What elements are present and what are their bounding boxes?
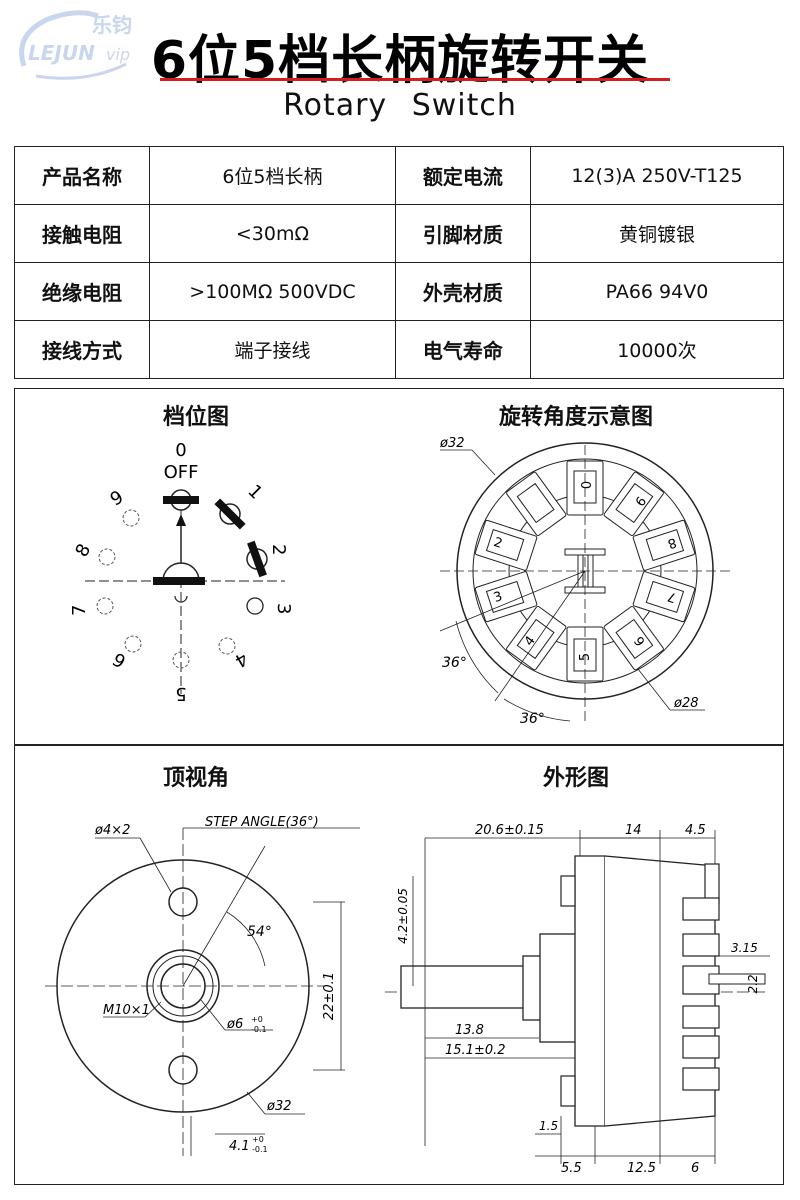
- svg-text:1: 1: [243, 481, 266, 504]
- svg-text:ø32: ø32: [439, 436, 465, 451]
- outline-view-title: 外形图: [542, 766, 609, 791]
- spec-value: 端子接线: [149, 320, 396, 379]
- svg-text:3: 3: [273, 603, 294, 614]
- svg-text:0: 0: [577, 481, 592, 489]
- svg-text:STEP ANGLE(36°): STEP ANGLE(36°): [205, 815, 319, 830]
- svg-text:-0.1: -0.1: [252, 1145, 268, 1154]
- svg-text:54°: 54°: [247, 924, 272, 940]
- table-row: 产品名称 6位5档长柄 额定电流 12(3)A 250V-T125: [14, 146, 785, 205]
- svg-text:2: 2: [268, 544, 289, 555]
- svg-text:ø6: ø6: [226, 1017, 243, 1032]
- position-diagram: 0 OFF 1 2 3 4 5 6: [69, 440, 294, 704]
- svg-text:4.5: 4.5: [685, 823, 706, 838]
- spec-table: 产品名称 6位5档长柄 额定电流 12(3)A 250V-T125 接触电阻 <…: [14, 146, 785, 379]
- svg-text:9: 9: [107, 487, 127, 511]
- spec-value: <30mΩ: [149, 204, 396, 263]
- svg-text:15.1±0.2: 15.1±0.2: [445, 1043, 506, 1058]
- watermark-logo: 乐钧 LEJUN vip: [19, 10, 132, 80]
- spec-value: >100MΩ 500VDC: [149, 262, 396, 321]
- spec-key: 产品名称: [14, 146, 150, 205]
- spec-key: 接线方式: [14, 320, 150, 379]
- svg-text:12.5: 12.5: [627, 1161, 656, 1176]
- spec-value: 6位5档长柄: [149, 146, 396, 205]
- diagram-panel-bottom: 顶视角 外形图 54° STEP ANGLE(36°) ø4×2 22±0.1 …: [14, 745, 784, 1185]
- svg-text:5.5: 5.5: [561, 1161, 582, 1176]
- svg-text:7: 7: [69, 605, 90, 616]
- spec-value: PA66 94V0: [529, 262, 785, 321]
- svg-text:+0: +0: [252, 1135, 264, 1144]
- diagram-panel-top: 档位图 旋转角度示意图 0 OFF 1 2 3 4: [14, 388, 784, 745]
- angle-diagram-title: 旋转角度示意图: [498, 405, 653, 430]
- svg-text:4: 4: [231, 647, 251, 671]
- position-diagram-title: 档位图: [162, 405, 229, 430]
- svg-text:5: 5: [578, 653, 593, 661]
- spec-value: 10000次: [529, 320, 785, 379]
- svg-text:ø28: ø28: [673, 696, 699, 711]
- svg-text:6: 6: [691, 1161, 699, 1176]
- svg-text:乐钧: 乐钧: [92, 13, 132, 37]
- table-row: 接触电阻 <30mΩ 引脚材质 黄铜镀银: [14, 204, 785, 263]
- svg-text:ø4×2: ø4×2: [94, 823, 130, 838]
- spec-key: 外壳材质: [394, 262, 531, 321]
- spec-key: 接触电阻: [14, 204, 150, 263]
- title-underline: [160, 78, 670, 81]
- svg-text:M10×1: M10×1: [103, 1003, 150, 1018]
- svg-text:14: 14: [625, 823, 642, 838]
- svg-text:8: 8: [71, 540, 95, 560]
- rotation-angle-diagram: 0 9 8 7 6 5 4 3 2 36° 36° ø32 ø28: [439, 436, 730, 727]
- svg-text:36°: 36°: [520, 711, 545, 727]
- svg-text:5: 5: [175, 683, 186, 704]
- svg-text:vip: vip: [106, 45, 130, 64]
- svg-text:2.2: 2.2: [746, 974, 760, 993]
- svg-text:3.15: 3.15: [731, 941, 758, 955]
- svg-text:6: 6: [109, 648, 129, 672]
- table-row: 接线方式 端子接线 电气寿命 10000次: [14, 320, 785, 379]
- spec-key: 引脚材质: [394, 204, 531, 263]
- svg-text:4.2±0.05: 4.2±0.05: [396, 888, 410, 944]
- svg-text:+0: +0: [251, 1015, 263, 1024]
- spec-key: 绝缘电阻: [14, 262, 150, 321]
- spec-value: 12(3)A 250V-T125: [529, 146, 785, 205]
- svg-text:22±0.1: 22±0.1: [322, 972, 337, 1020]
- outline-drawing: 20.6±0.15 14 4.5 4.2±0.05 3.15 2.2 13.8 …: [385, 823, 770, 1176]
- page-title: 6位5档长柄旋转开关: [150, 31, 650, 91]
- table-row: 绝缘电阻 >100MΩ 500VDC 外壳材质 PA66 94V0: [14, 262, 785, 321]
- svg-text:0: 0: [175, 440, 186, 461]
- page-subtitle: Rotary Switch: [283, 88, 517, 123]
- svg-text:13.8: 13.8: [455, 1023, 484, 1038]
- svg-text:36°: 36°: [442, 655, 467, 671]
- top-view-drawing: 54° STEP ANGLE(36°) ø4×2 22±0.1 M10×1 ø6…: [45, 815, 360, 1156]
- svg-text:4.1: 4.1: [229, 1139, 250, 1154]
- svg-text:20.6±0.15: 20.6±0.15: [475, 823, 544, 838]
- svg-text:LEJUN: LEJUN: [28, 41, 95, 65]
- svg-text:1.5: 1.5: [539, 1119, 558, 1133]
- spec-key: 额定电流: [394, 146, 531, 205]
- spec-key: 电气寿命: [394, 320, 531, 379]
- svg-text:ø32: ø32: [266, 1099, 292, 1114]
- svg-text:OFF: OFF: [164, 462, 199, 483]
- spec-value: 黄铜镀银: [529, 204, 785, 263]
- top-view-title: 顶视角: [162, 766, 229, 791]
- svg-text:-0.1: -0.1: [251, 1025, 267, 1034]
